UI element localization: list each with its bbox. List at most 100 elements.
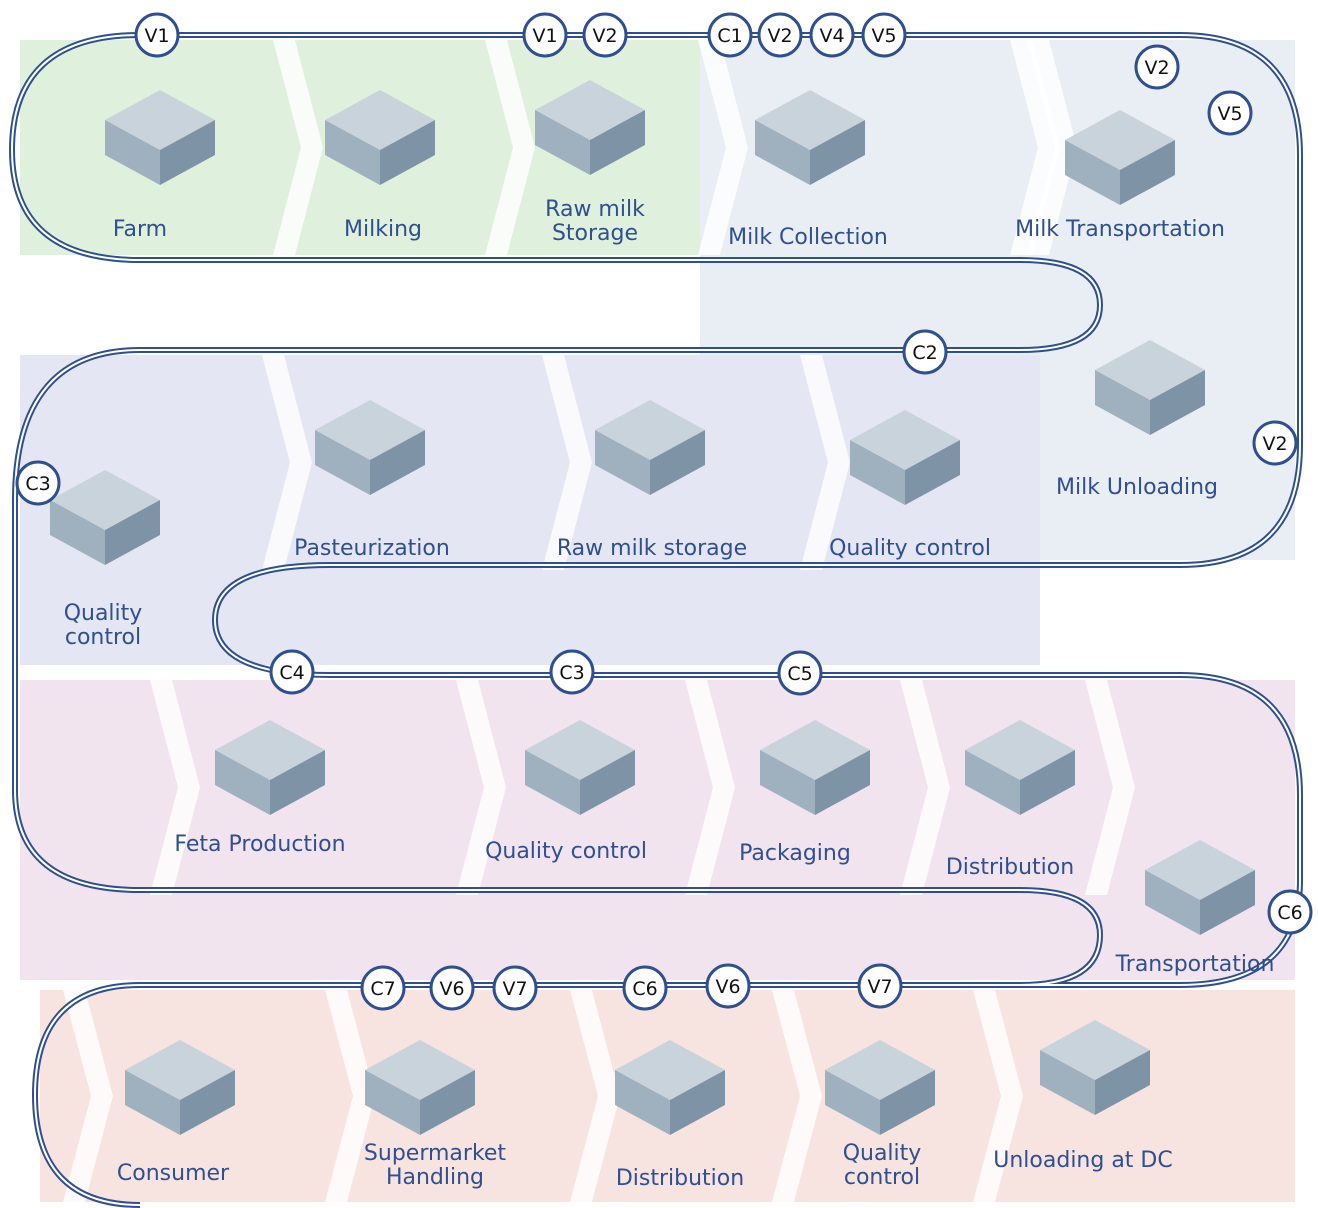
barn-truck-icon-left	[755, 120, 810, 185]
milking-machine-icon-right	[380, 120, 435, 185]
shoppers-icon-left	[125, 1070, 180, 1135]
marker-text: V1	[144, 25, 169, 47]
milk-tank-icon-left	[535, 110, 590, 175]
marker-C1: C1	[707, 12, 753, 58]
marker-circle	[777, 650, 823, 696]
marker-circle	[707, 12, 753, 58]
marker-V2: V2	[1252, 420, 1298, 466]
marker-text: V6	[715, 976, 740, 998]
stage-separator	[973, 990, 1023, 1202]
marker-text: C4	[279, 662, 304, 684]
factory-icon-right	[1150, 370, 1205, 435]
marker-circle	[360, 965, 406, 1011]
barn-icon-left	[105, 120, 160, 185]
distribution-center-icon-left	[965, 750, 1020, 815]
stage-separator	[262, 355, 312, 570]
milking-machine-icon	[325, 90, 435, 185]
marker-text: V1	[532, 25, 557, 47]
marker-text: V2	[767, 25, 792, 47]
marker-text: V2	[1144, 57, 1169, 79]
stage-label: Farm	[112, 217, 168, 242]
truck-icon-right	[1200, 870, 1255, 935]
marker-circle	[1134, 44, 1180, 90]
marker-circle	[522, 12, 568, 58]
marker-circle	[1252, 420, 1298, 466]
marker-circle	[15, 460, 61, 506]
storage-plant-icon-right	[650, 430, 705, 495]
marker-C3: C3	[549, 649, 595, 695]
stage-separator	[1010, 40, 1060, 255]
microscope-icon-right	[880, 1070, 935, 1135]
shoppers-icon-right	[180, 1070, 235, 1135]
storage-plant-icon-left	[595, 430, 650, 495]
lab-equipment-icon-left	[525, 750, 580, 815]
marker-circle	[1267, 889, 1313, 935]
stage-separator	[800, 355, 850, 570]
row-band	[20, 355, 1040, 665]
barn-truck-icon	[755, 90, 865, 185]
distribution-center-icon-right	[1020, 750, 1075, 815]
marker-text: V2	[1262, 433, 1287, 455]
marker-circle	[549, 649, 595, 695]
marker-text: V7	[867, 976, 892, 998]
stage-label: Quality control	[63, 601, 143, 650]
packaging-line-icon	[760, 720, 870, 815]
marker-V7: V7	[492, 965, 538, 1011]
stage-label: Unloading at DC	[993, 1148, 1173, 1173]
cheese-production-icon-left	[215, 750, 270, 815]
marker-text: V5	[1217, 103, 1242, 125]
factory-icon-left	[1095, 370, 1150, 435]
marker-circle	[861, 12, 907, 58]
stage-separator	[1085, 680, 1135, 895]
marker-text: V6	[439, 978, 464, 1000]
supermarket-icon	[365, 1040, 475, 1135]
marker-V4: V4	[809, 12, 855, 58]
stage-separator	[485, 40, 535, 255]
stage-separator	[63, 990, 113, 1202]
stage-label: Quality control	[829, 536, 991, 561]
marker-text: V4	[819, 25, 844, 47]
cheese-production-icon-right	[270, 750, 325, 815]
pasteurizer-icon-left	[315, 430, 370, 495]
stage-icons	[50, 80, 1255, 1135]
marker-circle	[429, 965, 475, 1011]
marker-V1: V1	[134, 12, 180, 58]
stage-label: Raw milk Storage	[545, 197, 645, 246]
marker-text: C5	[787, 663, 812, 685]
marker-circle	[622, 965, 668, 1011]
stage-label: Quality control	[842, 1141, 922, 1190]
marker-V1: V1	[522, 12, 568, 58]
stage-separator	[900, 680, 950, 895]
stage-label: Quality control	[485, 839, 647, 864]
marker-text: C3	[25, 473, 50, 495]
marker-circle	[492, 965, 538, 1011]
warehouse-icon-left	[1040, 1050, 1095, 1115]
stage-label: Supermarket Handling	[363, 1141, 507, 1190]
marker-text: C1	[717, 25, 742, 47]
marker-V7: V7	[857, 963, 903, 1009]
milk-tank-icon-right	[590, 110, 645, 175]
stage-label: Transportation	[1115, 952, 1275, 977]
microscope-icon	[50, 470, 160, 565]
marker-text: C6	[632, 978, 657, 1000]
factory-icon	[1095, 340, 1205, 435]
tanker-truck-icon-left	[1065, 140, 1120, 205]
distribution-center-icon	[615, 1040, 725, 1135]
packaging-line-icon-left	[760, 750, 815, 815]
marker-text: V2	[592, 25, 617, 47]
microscope-icon	[825, 1040, 935, 1135]
warehouse-icon	[1040, 1020, 1150, 1115]
marker-V2: V2	[757, 12, 803, 58]
marker-V2: V2	[582, 12, 628, 58]
microscope-icon-left	[825, 1070, 880, 1135]
supermarket-icon-right	[420, 1070, 475, 1135]
lab-equipment-icon-right	[580, 750, 635, 815]
stage-label: Pasteurization	[294, 536, 450, 561]
tanker-truck-icon-right	[1120, 140, 1175, 205]
microscope-icon-right	[105, 500, 160, 565]
marker-C5: C5	[777, 650, 823, 696]
marker-C4: C4	[269, 649, 315, 695]
stage-separator	[542, 355, 592, 570]
stage-separator	[273, 40, 323, 255]
